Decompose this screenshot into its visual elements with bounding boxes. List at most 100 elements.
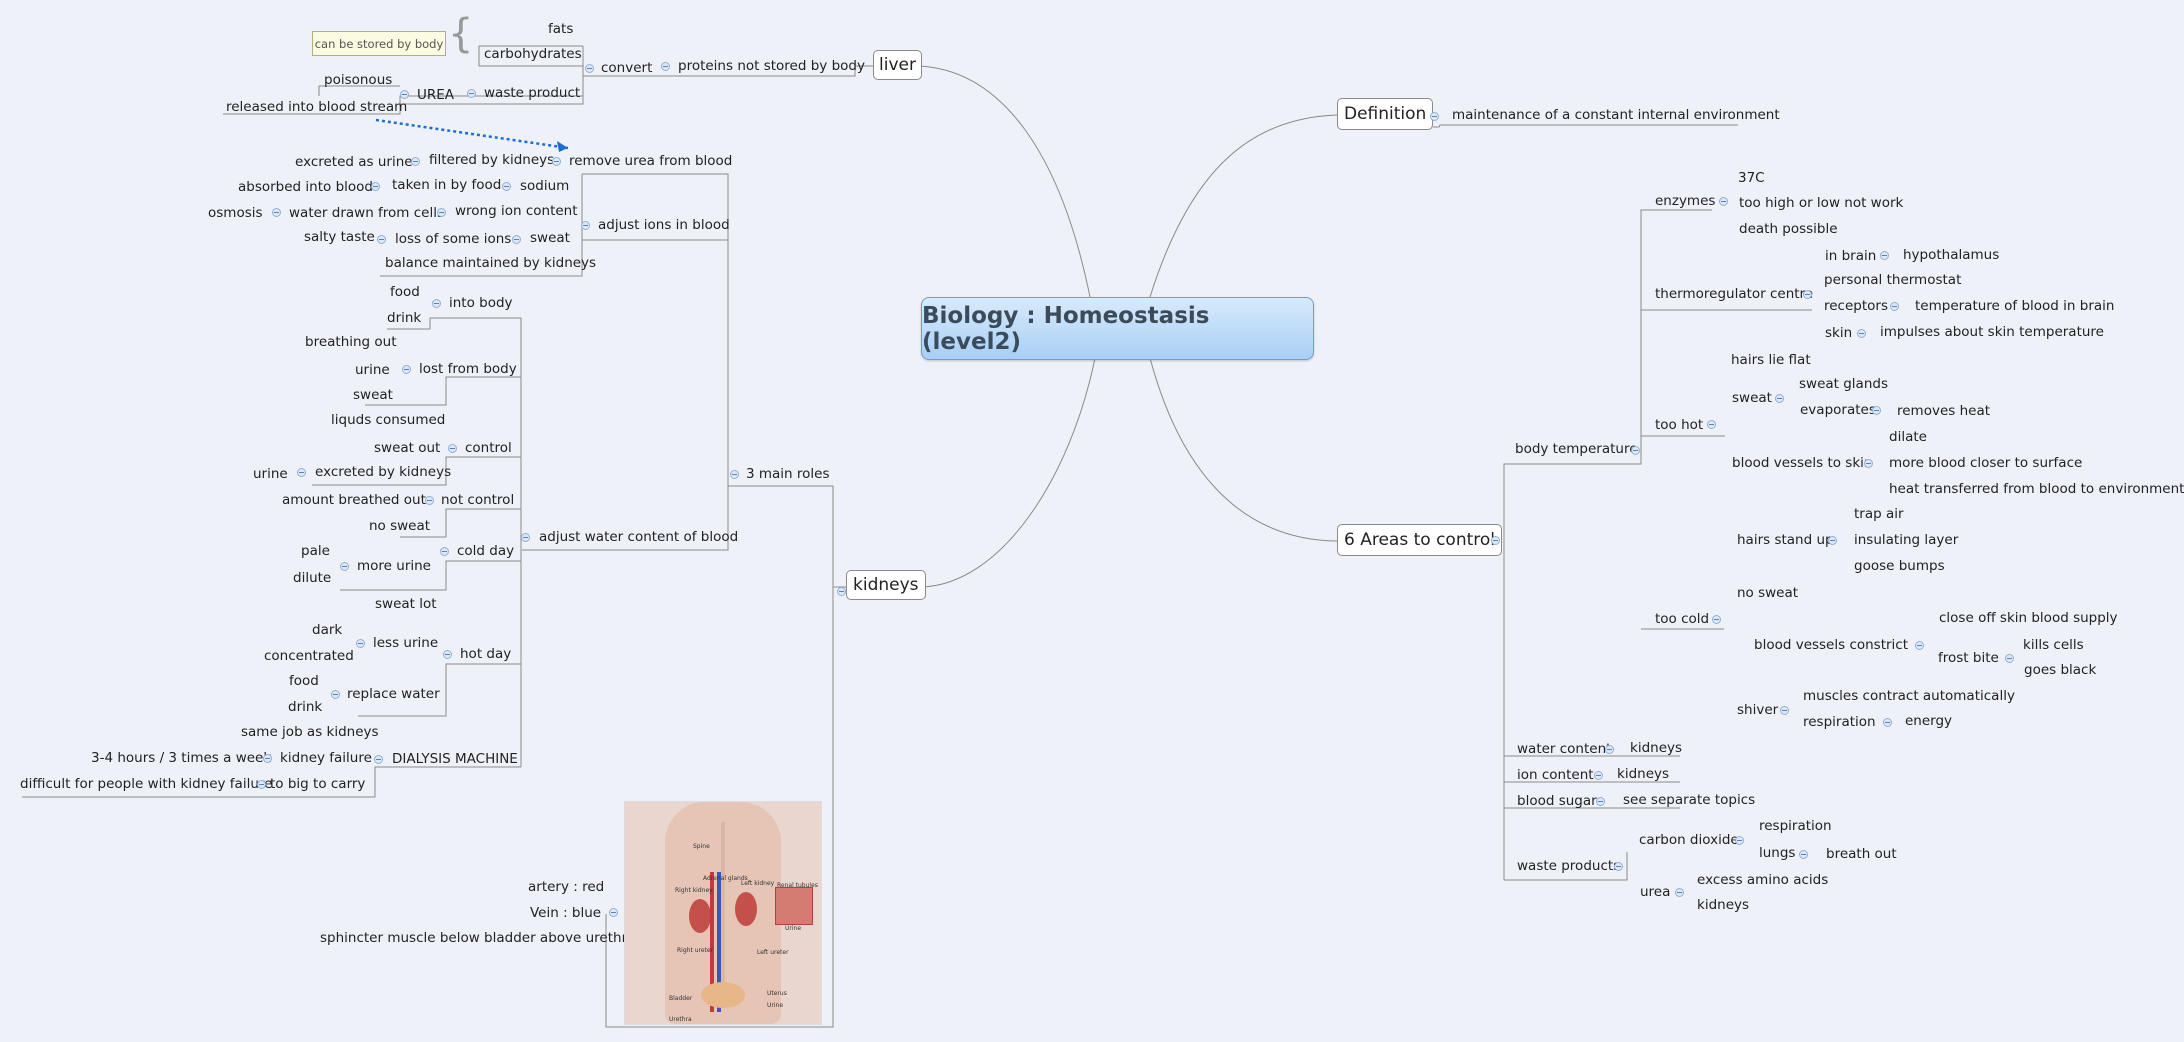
node-co2[interactable]: carbon dioxide: [1639, 832, 1739, 848]
node-too-cold[interactable]: too cold: [1655, 611, 1710, 627]
collapse-toggle[interactable]: [263, 754, 272, 763]
node-waste-product[interactable]: waste product: [484, 85, 581, 101]
node-removes-heat[interactable]: removes heat: [1897, 403, 1991, 419]
node-frost-bite[interactable]: frost bite: [1938, 650, 1999, 666]
collapse-toggle[interactable]: [1719, 197, 1728, 206]
collapse-toggle[interactable]: [437, 208, 446, 217]
collapse-toggle[interactable]: [1857, 329, 1866, 338]
node-energy[interactable]: energy: [1905, 713, 1953, 729]
collapse-toggle[interactable]: [443, 650, 452, 659]
collapse-toggle[interactable]: [2005, 654, 2014, 663]
node-drink-r[interactable]: drink: [288, 699, 323, 715]
node-3-main-roles[interactable]: 3 main roles: [746, 466, 830, 482]
node-sweat-hot[interactable]: sweat: [1732, 390, 1772, 406]
collapse-toggle[interactable]: [1864, 459, 1873, 468]
node-sweat-glands[interactable]: sweat glands: [1799, 376, 1888, 392]
node-urine[interactable]: urine: [355, 362, 390, 378]
node-close-off[interactable]: close off skin blood supply: [1939, 610, 2118, 626]
node-less-urine[interactable]: less urine: [373, 635, 439, 651]
node-sweat-ions[interactable]: sweat: [530, 230, 570, 246]
collapse-toggle[interactable]: [512, 235, 521, 244]
node-carbohydrates[interactable]: carbohydrates: [484, 46, 582, 62]
collapse-toggle[interactable]: [432, 299, 441, 308]
collapse-toggle[interactable]: [297, 468, 306, 477]
collapse-toggle[interactable]: [377, 235, 386, 244]
node-cold-day[interactable]: cold day: [457, 543, 515, 559]
collapse-toggle[interactable]: [581, 221, 590, 230]
node-sodium[interactable]: sodium: [520, 178, 570, 194]
collapse-toggle[interactable]: [730, 470, 739, 479]
node-vein[interactable]: Vein : blue: [530, 905, 602, 921]
topic-kidneys[interactable]: kidneys: [846, 570, 926, 600]
node-control[interactable]: control: [465, 440, 512, 456]
node-into-body[interactable]: into body: [449, 295, 513, 311]
collapse-toggle[interactable]: [1828, 536, 1837, 545]
node-temp-blood[interactable]: temperature of blood in brain: [1915, 298, 2115, 314]
collapse-toggle[interactable]: [448, 444, 457, 453]
node-food[interactable]: food: [390, 284, 420, 300]
node-adjust-ions[interactable]: adjust ions in blood: [598, 217, 730, 233]
collapse-toggle[interactable]: [356, 639, 365, 648]
collapse-toggle[interactable]: [1880, 251, 1889, 260]
node-insulating[interactable]: insulating layer: [1854, 532, 1959, 548]
node-too-hot[interactable]: too hot: [1655, 417, 1704, 433]
node-balance[interactable]: balance maintained by kidneys: [385, 255, 597, 271]
node-more-blood[interactable]: more blood closer to surface: [1889, 455, 2083, 471]
topic-definition[interactable]: Definition: [1337, 98, 1434, 130]
collapse-toggle[interactable]: [1890, 302, 1899, 311]
collapse-toggle[interactable]: [1775, 394, 1784, 403]
collapse-toggle[interactable]: [1430, 112, 1439, 121]
node-food-r[interactable]: food: [289, 673, 319, 689]
collapse-toggle[interactable]: [1675, 888, 1684, 897]
node-no-sweat-k[interactable]: no sweat: [369, 518, 431, 534]
node-hypothalamus[interactable]: hypothalamus: [1903, 247, 2000, 263]
node-dark[interactable]: dark: [312, 622, 343, 638]
node-absorbed[interactable]: absorbed into blood: [238, 179, 373, 195]
node-liquids[interactable]: liquds consumed: [331, 412, 446, 428]
node-urea-right[interactable]: urea: [1640, 884, 1671, 900]
kidney-anatomy-image[interactable]: Spine Adrenal glands Left kidney Right k…: [624, 801, 822, 1025]
node-muscles[interactable]: muscles contract automatically: [1803, 688, 2015, 704]
node-wrong-ion[interactable]: wrong ion content: [455, 203, 578, 219]
node-osmosis[interactable]: osmosis: [208, 205, 263, 221]
topic-liver[interactable]: liver: [873, 50, 922, 80]
node-concentrated[interactable]: concentrated: [264, 648, 354, 664]
collapse-toggle[interactable]: [585, 64, 594, 73]
collapse-toggle[interactable]: [1596, 797, 1605, 806]
node-sweat-lot[interactable]: sweat lot: [375, 596, 437, 612]
node-kidneys-urea[interactable]: kidneys: [1697, 897, 1750, 913]
collapse-toggle[interactable]: [661, 62, 670, 71]
node-same-job[interactable]: same job as kidneys: [241, 724, 379, 740]
collapse-toggle[interactable]: [837, 587, 846, 596]
collapse-toggle[interactable]: [1780, 706, 1789, 715]
node-kidney-failure[interactable]: kidney failure: [280, 750, 372, 766]
node-shiver[interactable]: shiver: [1737, 702, 1779, 718]
collapse-toggle[interactable]: [257, 780, 266, 789]
node-to-big[interactable]: to big to carry: [270, 776, 366, 792]
collapse-toggle[interactable]: [1491, 536, 1500, 545]
node-breathing-out[interactable]: breathing out: [305, 334, 397, 350]
central-topic[interactable]: Biology : Homeostasis (level2): [921, 297, 1314, 360]
node-personal-thermostat[interactable]: personal thermostat: [1824, 272, 1962, 288]
node-drink[interactable]: drink: [387, 310, 422, 326]
node-kills-cells[interactable]: kills cells: [2023, 637, 2084, 653]
collapse-toggle[interactable]: [331, 690, 340, 699]
node-artery[interactable]: artery : red: [528, 879, 605, 895]
node-respiration[interactable]: respiration: [1803, 714, 1876, 730]
node-heat-transferred[interactable]: heat transferred from blood to environme…: [1889, 481, 2184, 497]
collapse-toggle[interactable]: [440, 547, 449, 556]
node-taken-food[interactable]: taken in by food: [392, 177, 502, 193]
node-hours[interactable]: 3-4 hours / 3 times a week: [91, 750, 272, 766]
collapse-toggle[interactable]: [1605, 745, 1614, 754]
node-dilate[interactable]: dilate: [1889, 429, 1927, 445]
collapse-toggle[interactable]: [1735, 836, 1744, 845]
node-urine-excreted[interactable]: urine: [253, 466, 288, 482]
node-excess-amino[interactable]: excess amino acids: [1697, 872, 1829, 888]
node-enzymes[interactable]: enzymes: [1655, 193, 1716, 209]
collapse-toggle[interactable]: [272, 208, 281, 217]
node-death[interactable]: death possible: [1739, 221, 1838, 237]
collapse-toggle[interactable]: [552, 157, 561, 166]
node-breath-out[interactable]: breath out: [1826, 846, 1897, 862]
node-impulses[interactable]: impulses about skin temperature: [1880, 324, 2104, 340]
node-goose-bumps[interactable]: goose bumps: [1854, 558, 1945, 574]
